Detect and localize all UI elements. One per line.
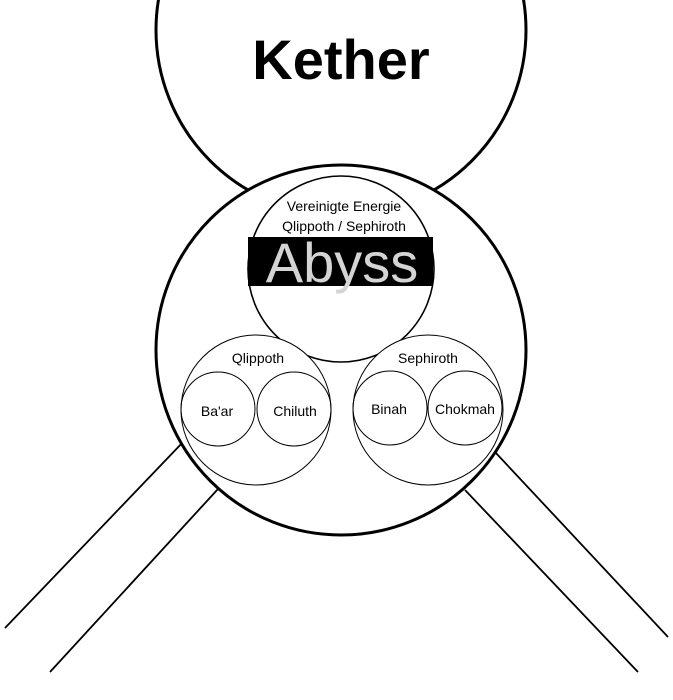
unified-energy-label-2: Qlippoth / Sephiroth — [282, 218, 406, 234]
kether-label: Kether — [252, 28, 429, 91]
path-line-left-outer — [4, 439, 186, 629]
sephiroth-label: Sephiroth — [398, 350, 458, 366]
abyss-band — [248, 237, 433, 286]
chokmah-circle — [427, 370, 503, 446]
abyss-label: Abyss — [266, 231, 419, 294]
path-line-right-inner — [464, 489, 639, 673]
qlippoth-label: Qlippoth — [232, 350, 284, 366]
baar-circle — [180, 371, 256, 447]
path-line-left-inner — [49, 488, 219, 673]
chiluth-label: Chiluth — [273, 403, 317, 419]
chokmah-label: Chokmah — [435, 401, 495, 417]
binah-label: Binah — [371, 401, 407, 417]
binah-circle — [352, 370, 428, 446]
chiluth-circle — [256, 371, 332, 447]
unified-energy-label-1: Vereinigte Energie — [287, 198, 402, 214]
baar-label: Ba'ar — [201, 403, 234, 419]
path-line-right-outer — [494, 451, 669, 638]
